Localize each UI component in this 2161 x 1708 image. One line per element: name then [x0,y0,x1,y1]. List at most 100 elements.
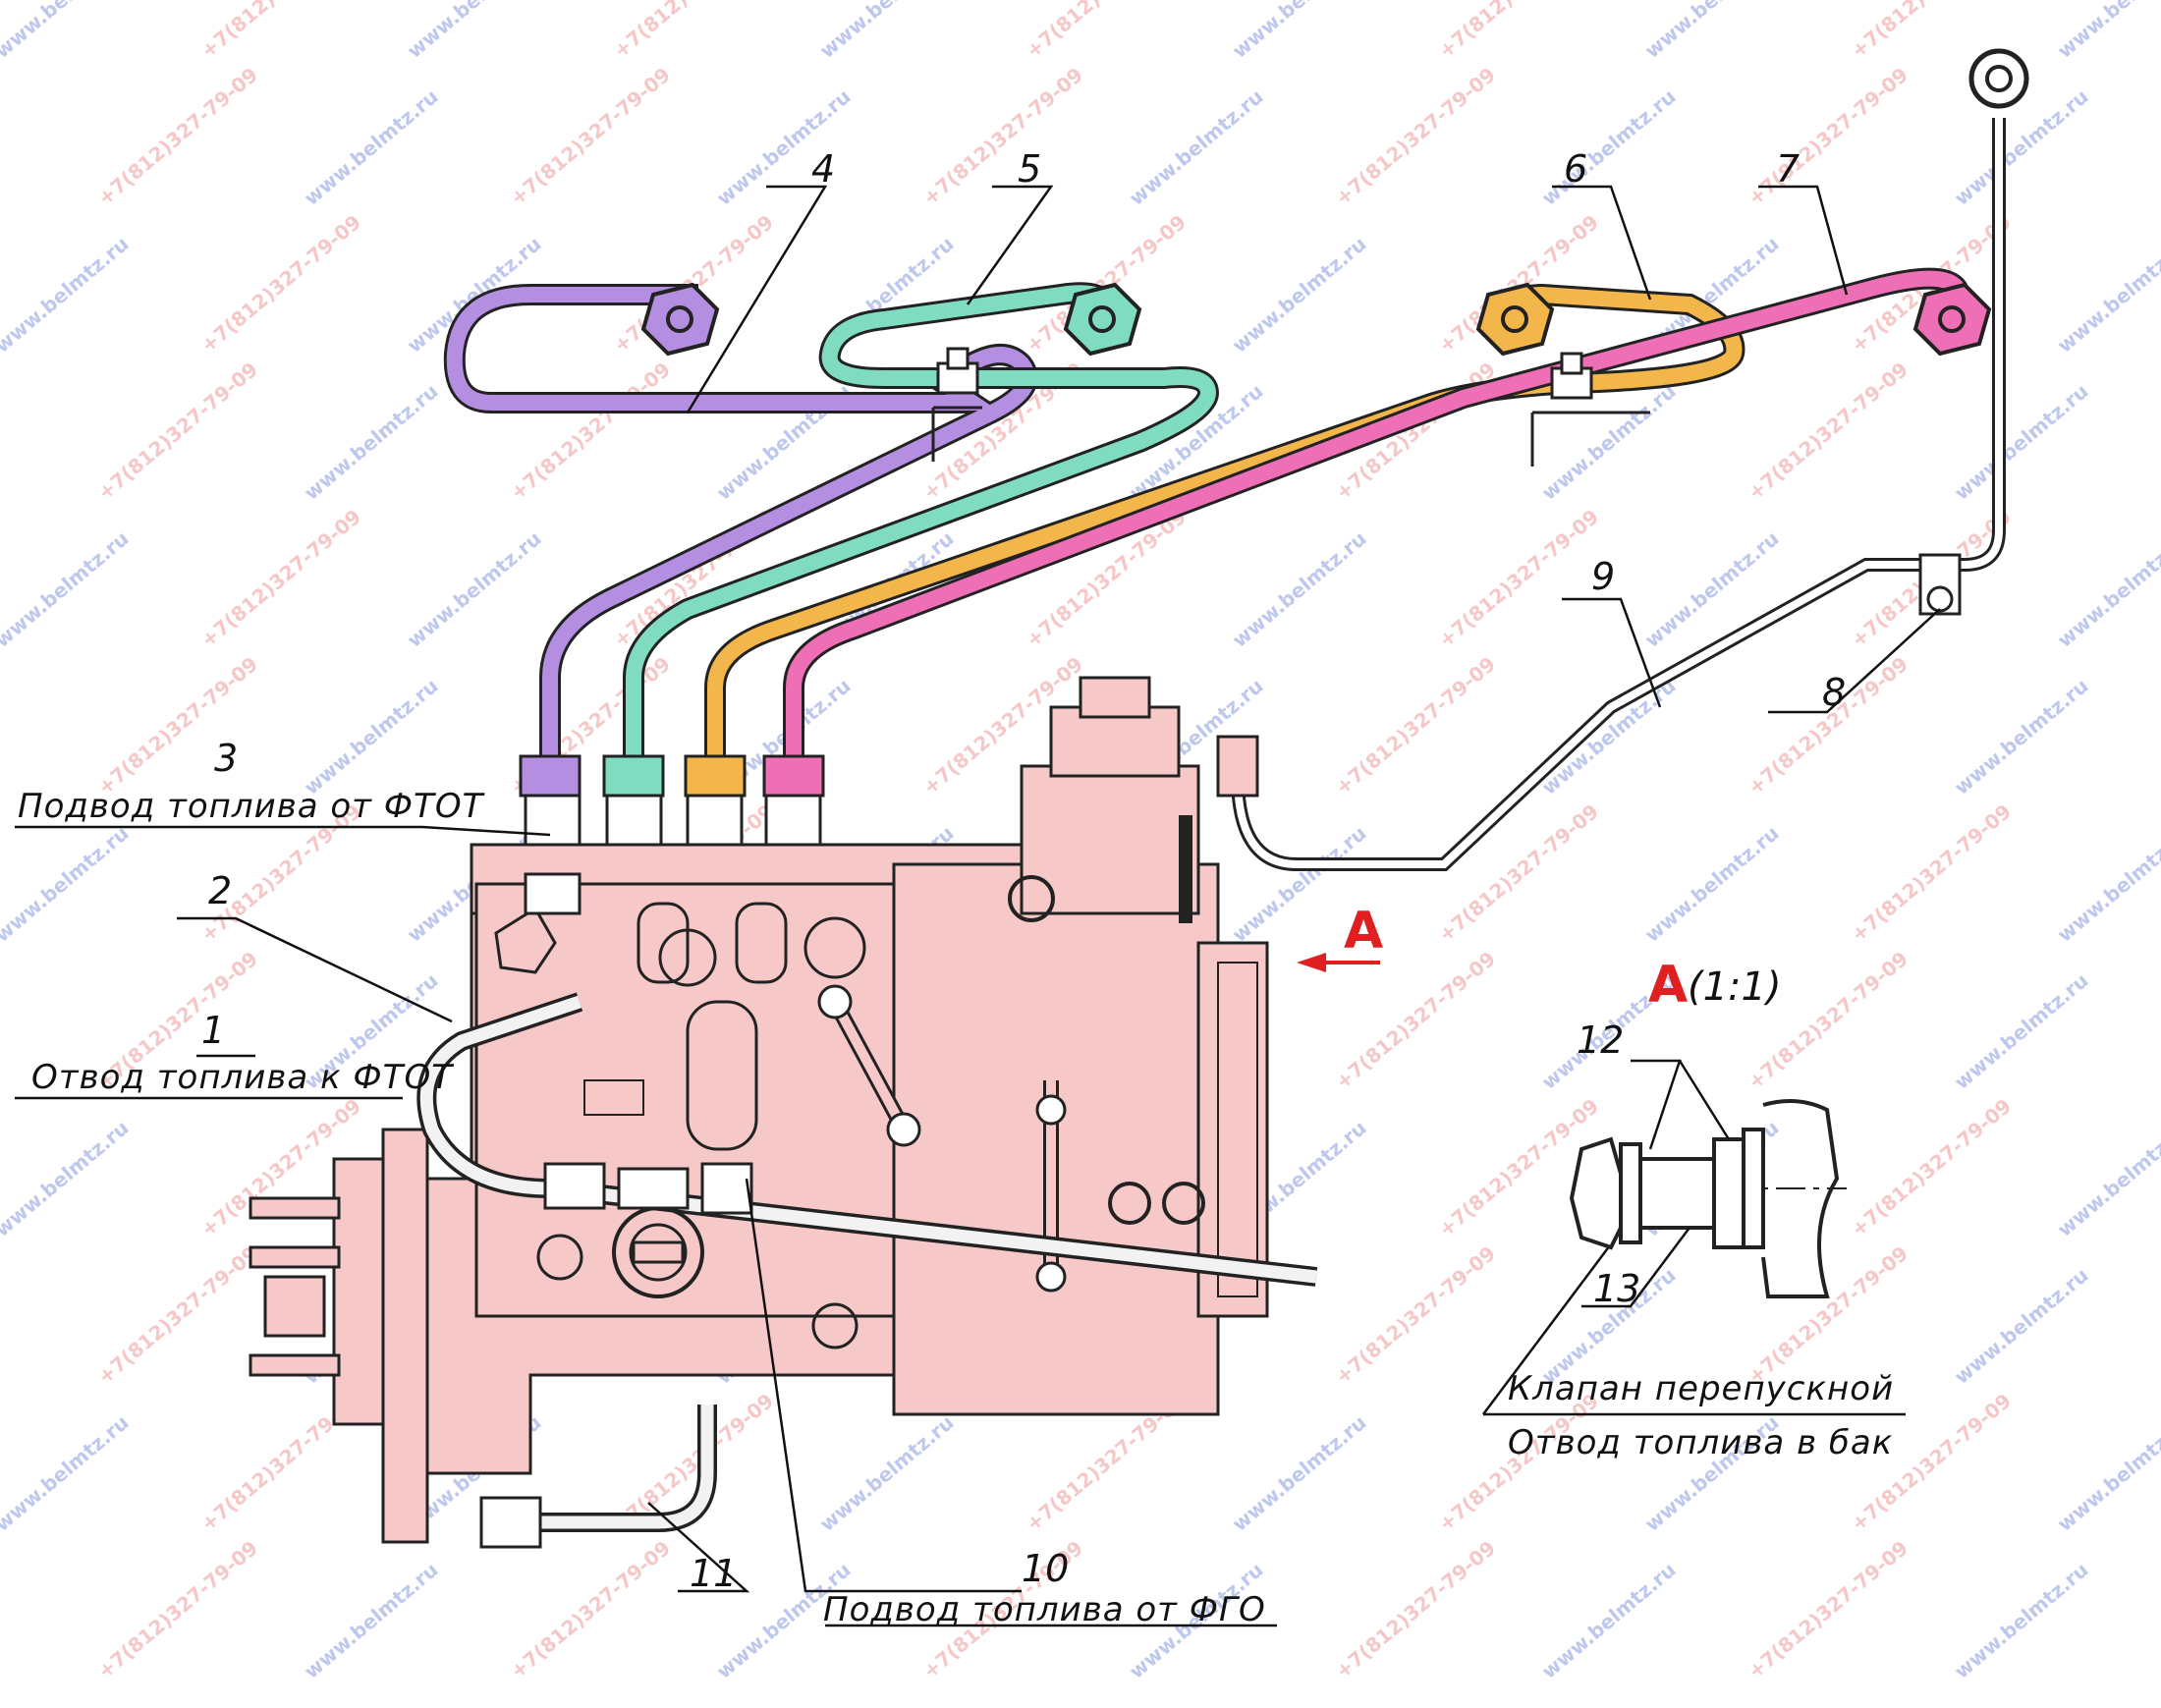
injection-pump [249,676,1269,1544]
callout-9: 9 [1591,555,1615,598]
hose-11 [479,1405,717,1549]
view-title: A (1:1) [1648,956,1782,1015]
watermark-text: +7(812)327-79-09 [1331,1536,1500,1683]
watermark-text: +7(812)327-79-09 [1847,1094,2016,1241]
watermark-text: www.belmtz.ru [0,1410,134,1536]
callout-4: 4 [811,147,835,191]
watermark-text: www.belmtz.ru [1950,84,2093,210]
watermark-text: www.belmtz.ru [1537,84,1681,210]
watermark-text: www.belmtz.ru [2053,0,2161,63]
watermark-text: +7(812)327-79-09 [1434,799,1603,947]
watermark-text: www.belmtz.ru [1950,379,2093,505]
watermark-text: +7(812)327-79-09 [1744,63,1912,210]
fuel-line-4 [443,284,1038,767]
watermark-text: www.belmtz.ru [403,0,546,63]
watermark-text: +7(812)327-79-09 [1331,947,1500,1094]
watermark-text: www.belmtz.ru [1228,232,1371,358]
caption-fuel-supply-fgo: Подвод топлива от ФГО [823,1590,1266,1629]
watermark-text: +7(812)327-79-09 [1331,652,1500,799]
watermark-text: +7(812)327-79-09 [2156,63,2161,210]
watermark-text: www.belmtz.ru [1228,526,1371,652]
watermark-text: +7(812)327-79-09 [506,358,675,505]
view-title-letter: A [1648,956,1688,1015]
watermark-text: www.belmtz.ru [300,674,443,799]
callout-12: 12 [1577,1019,1624,1062]
watermark-text: www.belmtz.ru [2053,526,2161,652]
watermark-text: www.belmtz.ru [2053,821,2161,947]
watermark-text: www.belmtz.ru [2053,232,2161,358]
watermark-text: www.belmtz.ru [1640,821,1784,947]
callout-7: 7 [1776,147,1800,191]
callout-10: 10 [1022,1547,1069,1590]
watermark-text: www.belmtz.ru [1537,674,1681,799]
watermark-text: www.belmtz.ru [1228,0,1371,63]
watermark-text: www.belmtz.ru [300,379,443,505]
view-arrow-a [1297,953,1380,972]
watermark-text: www.belmtz.ru [1537,1558,1681,1683]
watermark-text: +7(812)327-79-09 [506,1536,675,1683]
watermark-text: +7(812)327-79-09 [93,1536,262,1683]
hose-1 [416,992,1318,1287]
watermark-text: +7(812)327-79-09 [93,63,262,210]
watermark-text: www.belmtz.ru [1640,0,1784,63]
watermark-text: +7(812)327-79-09 [93,1241,262,1389]
watermark-text: www.belmtz.ru [0,232,134,358]
leader-lines [15,185,1941,1627]
watermark-text: +7(812)327-79-09 [1434,0,1603,63]
watermark-text: +7(812)327-79-09 [609,0,778,63]
watermark-text: +7(812)327-79-09 [1331,1241,1500,1389]
watermark-text: +7(812)327-79-09 [196,0,365,63]
watermark-text: +7(812)327-79-09 [2156,947,2161,1094]
watermark-text: +7(812)327-79-09 [2156,1536,2161,1683]
view-marker-label: A [1344,902,1383,961]
watermark-text: www.belmtz.ru [1950,1558,2093,1683]
watermark-text: +7(812)327-79-09 [2156,1241,2161,1389]
watermark-text: www.belmtz.ru [2053,1116,2161,1241]
fuel-line-5 [623,282,1220,767]
watermark-text: www.belmtz.ru [300,1558,443,1683]
watermark-text: +7(812)327-79-09 [2156,358,2161,505]
watermark-text: www.belmtz.ru [1950,1263,2093,1389]
return-line-9 [1231,48,2029,871]
caption-fuel-supply-ftot: Подвод топлива от ФТОТ [18,787,485,826]
fuel-line-7 [783,267,1970,767]
watermark-text: +7(812)327-79-09 [1022,0,1191,63]
watermark-text: www.belmtz.ru [1640,526,1784,652]
callout-5: 5 [1018,147,1041,191]
watermark-text: +7(812)327-79-09 [506,63,675,210]
callout-3: 3 [214,737,238,780]
caption-return-to-tank: Отвод топлива в бак [1508,1423,1893,1462]
view-title-scale: (1:1) [1688,964,1782,1010]
watermark-text: www.belmtz.ru [0,0,134,63]
callout-8: 8 [1822,671,1846,714]
caption-fuel-return-ftot: Отвод топлива к ФТОТ [31,1058,454,1097]
watermark-text: www.belmtz.ru [2053,1410,2161,1536]
watermark-text: +7(812)327-79-09 [2156,652,2161,799]
fuel-fittings [494,872,753,1215]
callout-13: 13 [1593,1267,1640,1310]
callout-6: 6 [1564,147,1587,191]
watermark-text: +7(812)327-79-09 [918,63,1087,210]
watermark-text: +7(812)327-79-09 [1744,1536,1912,1683]
callout-numbers: 4 5 6 7 8 9 3 2 1 10 11 12 13 [201,147,1846,1595]
captions: Подвод топлива от ФТОТ Отвод топлива к Ф… [18,787,1894,1629]
callout-1: 1 [201,1009,225,1052]
watermark-text: www.belmtz.ru [1125,84,1268,210]
watermark-text: www.belmtz.ru [300,84,443,210]
callout-11: 11 [690,1552,737,1595]
detail-view-a [1569,1059,1847,1308]
watermark-text: +7(812)327-79-09 [1744,1241,1912,1389]
injector-nuts [640,282,1992,357]
watermark-text: +7(812)327-79-09 [1744,358,1912,505]
caption-bypass-valve: Клапан перепускной [1508,1369,1894,1408]
watermark-text: www.belmtz.ru [0,526,134,652]
watermark-text: +7(812)327-79-09 [93,358,262,505]
watermark-text: +7(812)327-79-09 [1331,63,1500,210]
watermark-text: www.belmtz.ru [0,1116,134,1241]
watermark-text: +7(812)327-79-09 [196,210,365,358]
watermark-text: www.belmtz.ru [0,821,134,947]
watermark-text: www.belmtz.ru [815,0,959,63]
fuel-line-6 [704,283,1745,767]
watermark-text: +7(812)327-79-09 [1434,505,1603,652]
